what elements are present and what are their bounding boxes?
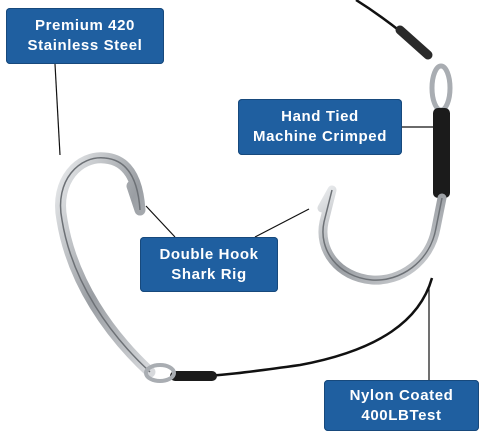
pointer-rig-right: [254, 208, 310, 238]
top-crimp-sleeve: [395, 25, 433, 60]
callout-rig: Double Hook Shark Rig: [140, 237, 278, 292]
callout-material-line2: Stainless Steel: [27, 37, 143, 54]
callout-material-line1: Premium 420: [35, 17, 135, 34]
pointer-material: [54, 63, 61, 156]
callout-rig-line2: Shark Rig: [171, 265, 247, 283]
right-hook-eye: [429, 63, 453, 113]
callout-crimp-line2: Machine Crimped: [252, 128, 388, 145]
callout-crimp: Hand Tied Machine Crimped: [238, 99, 402, 155]
connecting-cable: [174, 277, 434, 380]
callout-cable-line2: 400LBTest: [361, 406, 442, 424]
pointer-rig-left: [145, 205, 176, 238]
callout-material: Premium 420 Stainless Steel: [6, 8, 164, 64]
callout-rig-line1: Double Hook: [159, 245, 259, 263]
right-crimp-sleeve: [433, 108, 450, 198]
callout-cable: Nylon Coated 400LBTest: [324, 380, 479, 431]
callout-cable-line1: Nylon Coated: [349, 386, 454, 404]
callout-crimp-line1: Hand Tied: [281, 108, 359, 125]
left-hook-eye: [144, 363, 176, 383]
